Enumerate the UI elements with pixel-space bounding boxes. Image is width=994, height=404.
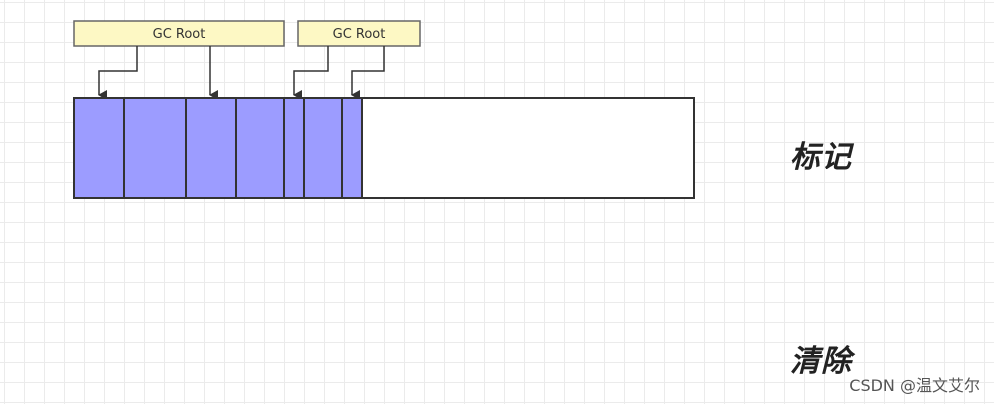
sweep-phase-label: 清除 <box>790 344 852 379</box>
marked-block-5 <box>283 97 305 199</box>
gc-root-2: GC Root <box>297 20 421 47</box>
marked-block-6 <box>303 97 343 199</box>
reference-arrows <box>98 46 385 100</box>
marked-block-1 <box>73 97 125 199</box>
memory-heap <box>73 97 695 199</box>
marked-block-7 <box>341 97 363 199</box>
marked-block-3 <box>185 97 237 199</box>
marked-block-2 <box>123 97 187 199</box>
reference-arrow-4 <box>351 46 385 100</box>
reference-arrow-3 <box>293 46 329 100</box>
gc-root-box-2 <box>297 20 421 47</box>
gc-root-label-1: GC Root <box>153 27 206 42</box>
reference-arrow-1 <box>98 46 138 100</box>
watermark: CSDN @温文艾尔 <box>849 376 980 395</box>
gc-root-box-1 <box>73 20 285 47</box>
mark-phase-label: 标记 <box>790 140 852 175</box>
marked-block-4 <box>235 97 285 199</box>
gc-root-1: GC Root <box>73 20 285 47</box>
gc-root-label-2: GC Root <box>333 27 386 42</box>
